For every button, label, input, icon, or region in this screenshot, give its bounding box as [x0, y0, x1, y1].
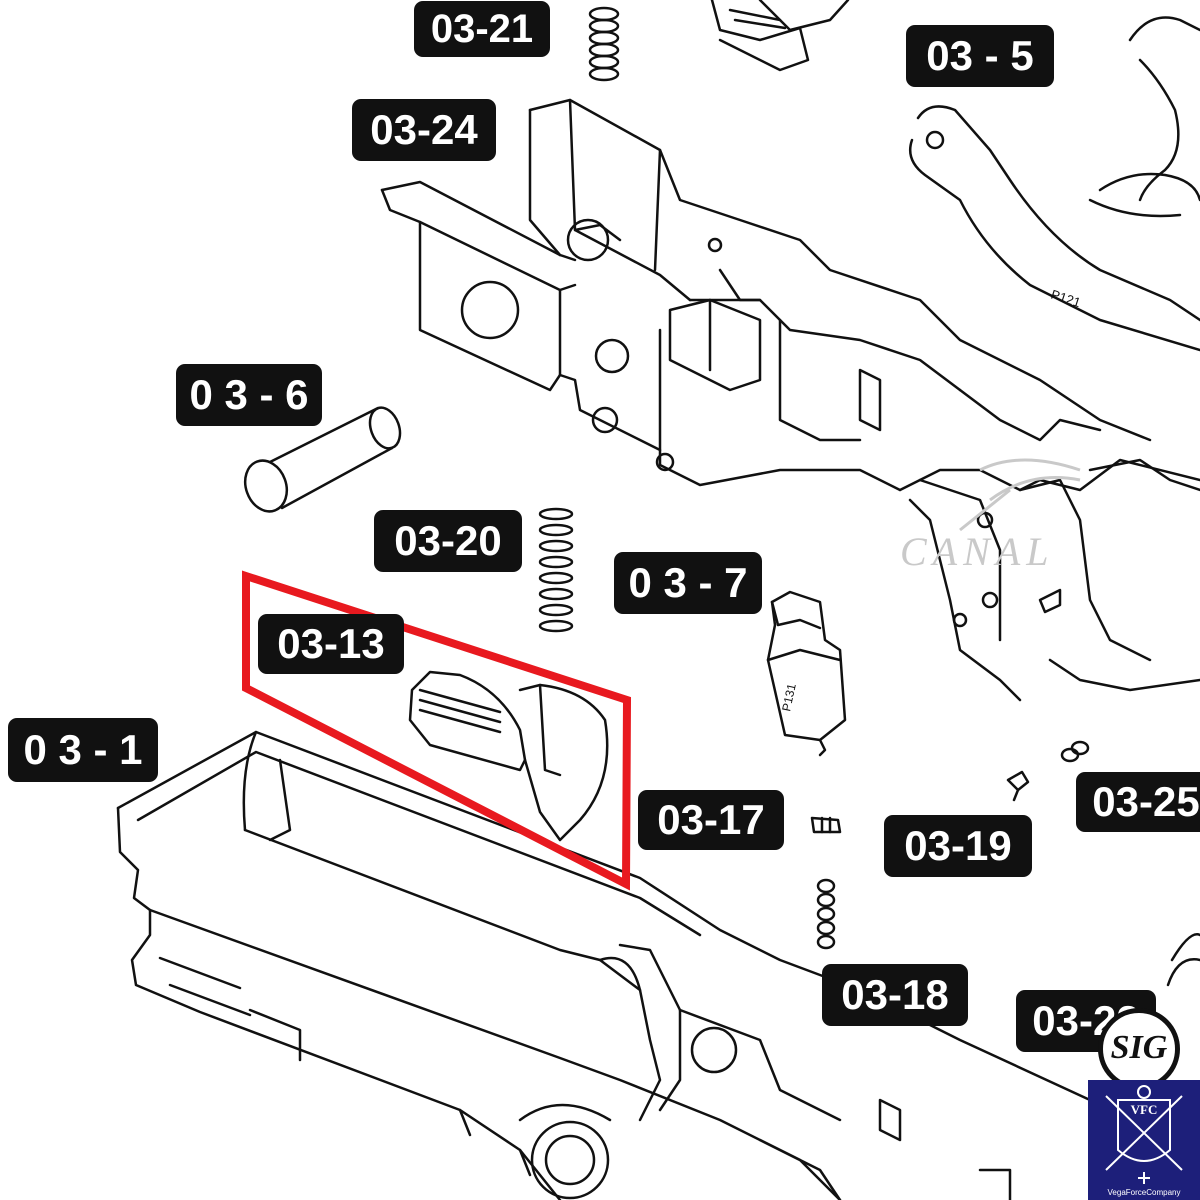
part-top-lever — [710, 0, 850, 72]
part-03-20-spring — [538, 507, 574, 633]
label-03-17: 03-17 — [638, 790, 784, 850]
part-03-19-pin — [1006, 770, 1030, 802]
highlight-box — [242, 570, 632, 891]
part-03-5-lever — [908, 16, 1200, 352]
label-03-5: 03 - 5 — [906, 25, 1054, 87]
part-03-7-block — [766, 590, 847, 757]
part-03-1-frame — [116, 730, 1092, 1200]
watermark-canal: CANAL — [900, 529, 1055, 574]
part-03-22-part — [1166, 933, 1200, 987]
part-03-25-spring — [1060, 740, 1090, 763]
part-03-17-part — [810, 816, 842, 834]
label-03-24: 03-24 — [352, 99, 496, 161]
vfc-crest — [1105, 1085, 1183, 1184]
part-03-21-spring — [588, 6, 620, 82]
label-03-7: 0 3 - 7 — [614, 552, 762, 614]
vfc-logo-caption: VegaForceCompany — [1107, 1188, 1181, 1197]
label-03-1: 0 3 - 1 — [8, 718, 158, 782]
label-03-19: 03-19 — [884, 815, 1032, 877]
label-03-13: 03-13 — [258, 614, 404, 674]
part-03-24-housing — [380, 98, 1200, 702]
part-03-13-selector — [408, 670, 609, 842]
vfc-logo-letters: VFC — [1130, 1102, 1158, 1117]
vfc-logo: VFC VegaForceCompany — [1088, 1080, 1200, 1200]
sig-logo-text: SIG — [1110, 1029, 1168, 1066]
label-03-20: 03-20 — [374, 510, 522, 572]
block-marking-p131: P131 — [779, 682, 799, 713]
label-03-21: 03-21 — [414, 1, 550, 57]
sig-logo: SIG — [1098, 1008, 1180, 1090]
part-03-6-pin — [243, 406, 402, 513]
label-03-25: 03-25 — [1076, 772, 1200, 832]
label-03-6: 0 3 - 6 — [176, 364, 322, 426]
label-03-18: 03-18 — [822, 964, 968, 1026]
part-03-18-spring — [816, 878, 836, 950]
